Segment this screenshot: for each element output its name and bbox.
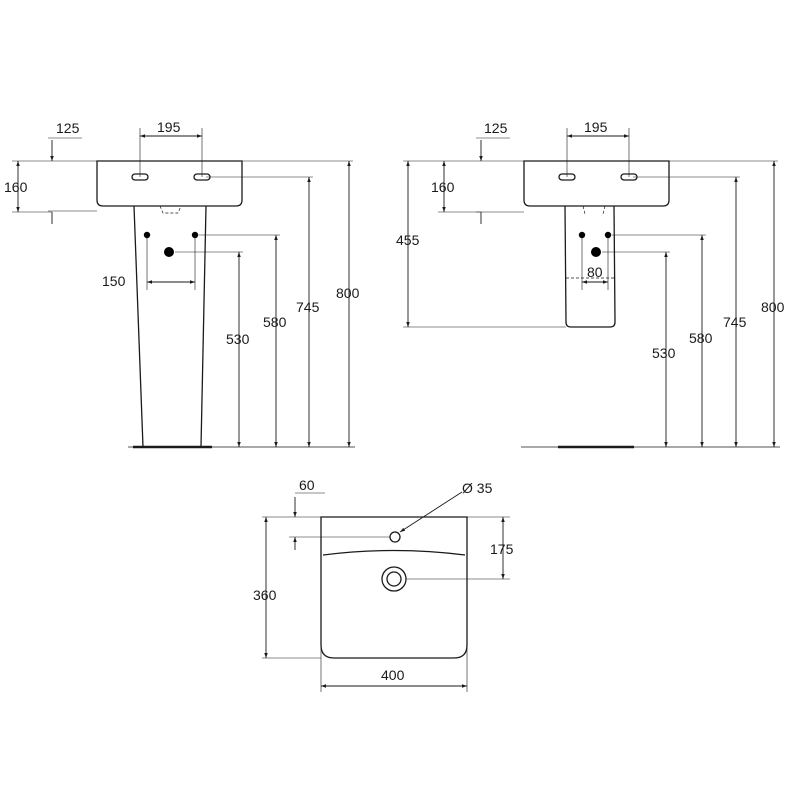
waste-outer xyxy=(381,566,407,592)
waste-outlet xyxy=(164,247,174,257)
semi-pedestal-view: 125 195 160 455 80 530 580 745 xyxy=(396,119,785,449)
basin-front xyxy=(96,160,243,207)
water-supply-right xyxy=(604,231,612,239)
dim-360-label: 360 xyxy=(253,587,277,603)
hidden-trap xyxy=(582,205,606,215)
dim-530-label: 530 xyxy=(652,345,676,361)
bowl-rim xyxy=(322,549,466,556)
dim-455-label: 455 xyxy=(396,232,420,248)
waste-inner xyxy=(386,571,402,587)
dim-diameter-label: Ø 35 xyxy=(462,480,493,496)
dim-195-label: 195 xyxy=(584,119,608,135)
pedestal-column xyxy=(133,205,207,448)
dim-800-label: 800 xyxy=(336,285,360,301)
dim-150-label: 150 xyxy=(102,273,126,289)
dim-125-label: 125 xyxy=(484,120,508,136)
dim-580-label: 580 xyxy=(689,330,713,346)
dim-745-label: 745 xyxy=(723,314,747,330)
dim-745-label: 745 xyxy=(296,299,320,315)
semi-pedestal xyxy=(564,205,616,328)
dim-580-label: 580 xyxy=(263,314,287,330)
basin-top-outline xyxy=(320,516,468,659)
pedestal-view: 125 195 160 150 530 580 745 800 xyxy=(4,119,360,449)
basin-front xyxy=(523,160,670,207)
dim-530-label: 530 xyxy=(226,331,250,347)
dim-175-label: 175 xyxy=(490,541,514,557)
dim-400-label: 400 xyxy=(381,667,405,683)
dim-125-label: 125 xyxy=(56,120,80,136)
tap-hole xyxy=(389,531,401,543)
dim-160-label: 160 xyxy=(431,179,455,195)
dim-800-label: 800 xyxy=(761,299,785,315)
dim-195-label: 195 xyxy=(157,119,181,135)
water-supply-left xyxy=(578,231,586,239)
dim-80-label: 80 xyxy=(587,264,603,280)
hidden-trap xyxy=(159,205,182,214)
top-view: 60 Ø 35 175 360 400 xyxy=(253,477,514,692)
dim-160-label: 160 xyxy=(4,179,28,195)
waste-outlet xyxy=(591,247,601,257)
dim-60-label: 60 xyxy=(299,477,315,493)
